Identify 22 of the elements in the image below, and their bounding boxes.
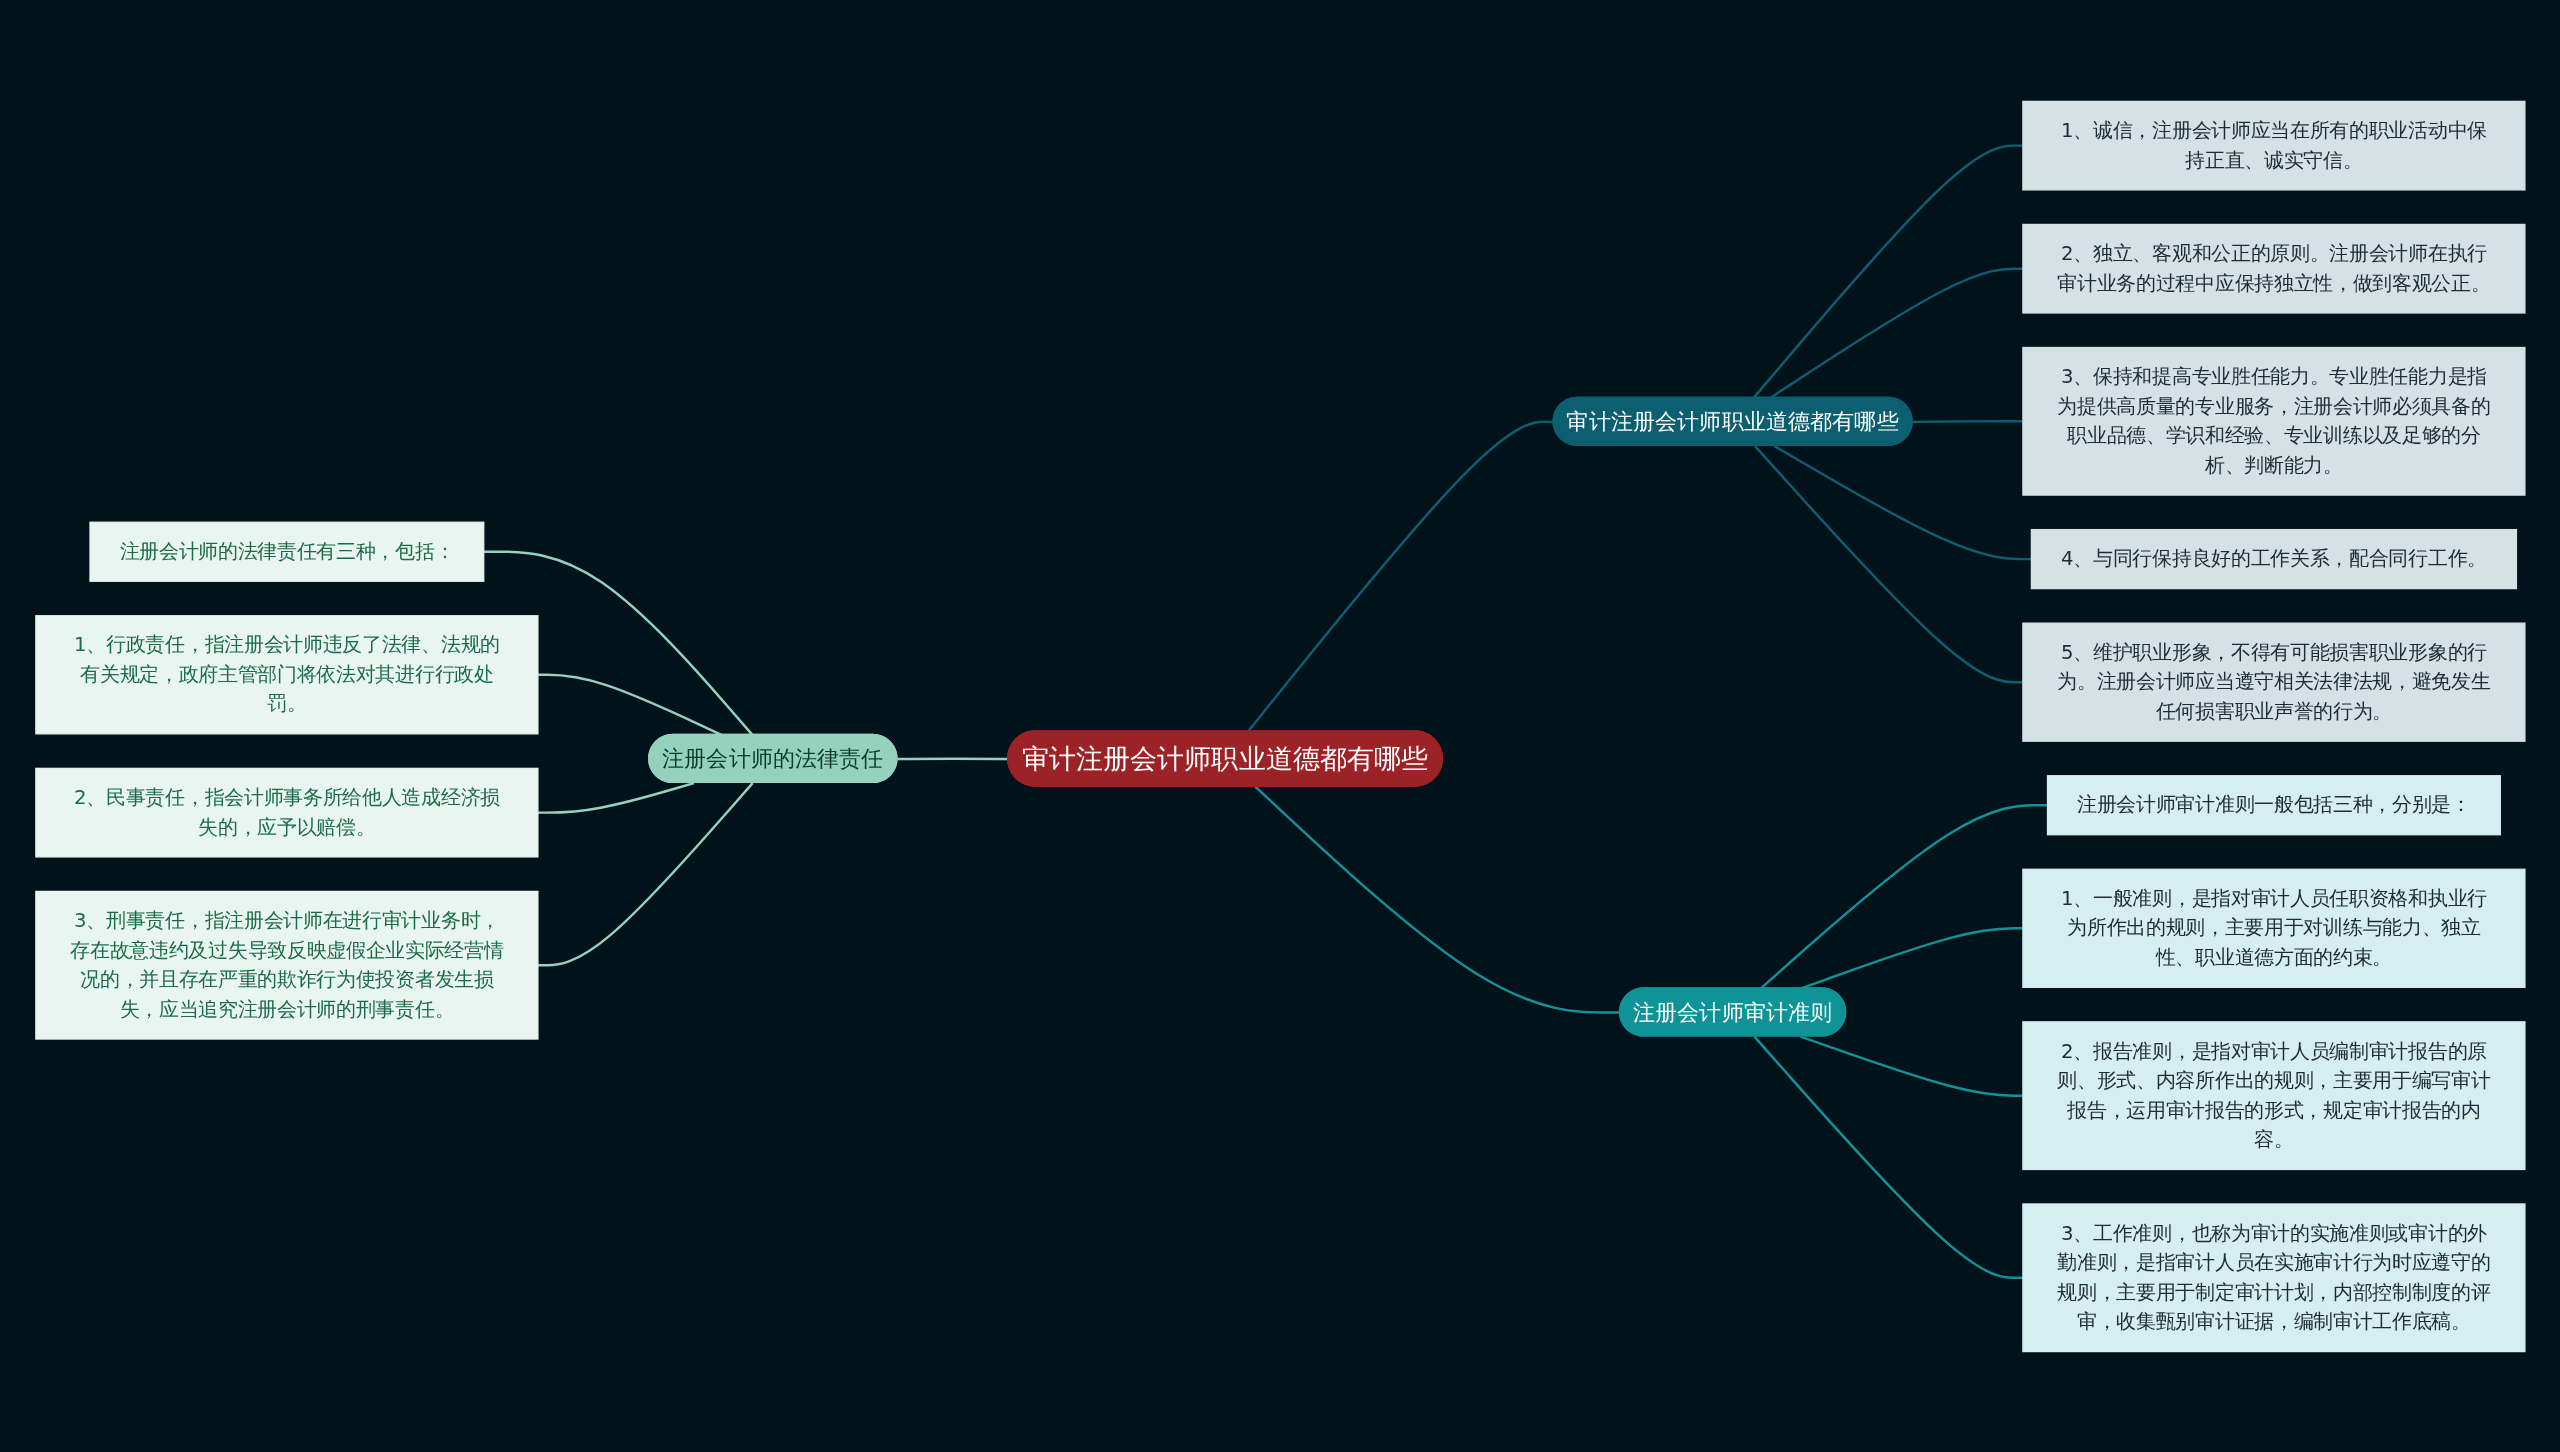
- node-box: 1、诚信，注册会计师应当在所有的职业活动中保持正直、诚实守信。: [2021, 100, 2526, 191]
- node-box: 2、报告准则，是指对审计人员编制审计报告的原则、形式、内容所作出的规则，主要用于编写审计报告，运用审计报告的形式，规定审计报告的内容。: [2021, 1020, 2526, 1170]
- node-box: 5、维护职业形象，不得有可能损害职业形象的行为。注册会计师应当遵守相关法律法规，避免发生任何损害职业声誉的行为。: [2021, 622, 2526, 742]
- connector: [1753, 444, 2023, 683]
- connector: [537, 781, 754, 966]
- node-box: 2、独立、客观和公正的原则。注册会计师在执行审计业务的过程中应保持独立性，做到客观公正。: [2021, 223, 2526, 314]
- node-box: 3、刑事责任，指注册会计师在进行审计业务时，存在故意违约及过失导致反映虚假企业实际经营情况的，并且存在严重的欺诈行为使投资者发生损失，应当追究注册会计师的刑事责任。: [34, 890, 539, 1040]
- node-box: 注册会计师审计准则一般包括三种，分别是：: [2046, 774, 2501, 835]
- node-box: 1、一般准则，是指对审计人员任职资格和执业行为所作出的规则，主要用于对训练与能力、独立性、职业道德方面的约束。: [2021, 868, 2526, 988]
- node-box: 3、工作准则，也称为审计的实施准则或审计的外勤准则，是指审计人员在实施审计行为时应遵守的规则，主要用于制定审计计划，内部控制制度的评审，收集甄别审计证据，编制审计工作底稿。: [2021, 1202, 2526, 1352]
- node-box: 4、与同行保持良好的工作关系，配合同行工作。: [2030, 528, 2517, 589]
- connector: [1254, 785, 1620, 1014]
- connector: [537, 781, 694, 814]
- connector: [1753, 1035, 2023, 1279]
- node-box: 3、保持和提高专业胜任能力。专业胜任能力是指为提供高质量的专业服务，注册会计师必须具备的职业品德、学识和经验、专业训练以及足够的分析、判断能力。: [2021, 346, 2526, 496]
- node-box: 1、行政责任，指注册会计师违反了法律、法规的有关规定，政府主管部门将依法对其进行行政处罚。: [34, 614, 539, 734]
- connector: [897, 756, 1008, 760]
- connector: [1912, 419, 2023, 423]
- node-box: 2、民事责任，指会计师事务所给他人造成经济损失的，应予以赔偿。: [34, 767, 539, 858]
- connector: [1773, 444, 2031, 560]
- connector: [1799, 1034, 2023, 1097]
- node-box: 注册会计师的法律责任有三种，包括：: [88, 521, 484, 582]
